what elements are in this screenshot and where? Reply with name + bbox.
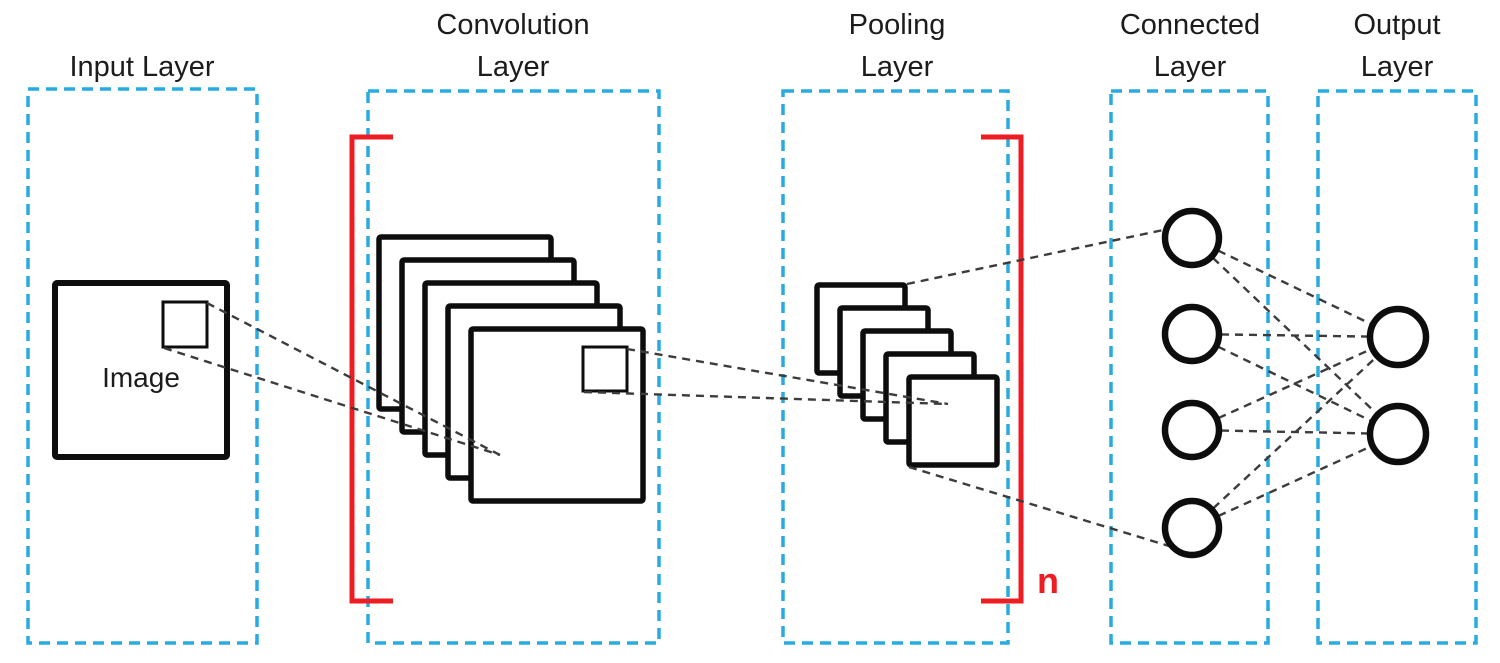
layer-label-connected-line1: Connected: [1120, 9, 1260, 41]
input-image-patch: [161, 300, 209, 349]
repeat-brackets-group: n: [349, 134, 1059, 604]
output-node-1: [1366, 305, 1430, 369]
connection-fc-4-to-out-2: [1217, 445, 1371, 518]
output-node-2: [1366, 402, 1430, 466]
input-image-square: [52, 280, 230, 460]
connection-fc-4-to-out-1: [1212, 357, 1377, 510]
repeat-count-label: n: [1037, 560, 1059, 601]
connection-pool-to-connected-node-1: [906, 227, 1169, 286]
connection-input-patch-to-conv-bottom: [163, 346, 501, 457]
conv-feature-map: [468, 326, 646, 504]
connection-conv-patch-to-pool-bottom: [583, 390, 949, 406]
connections-group: [163, 227, 1377, 548]
image-label: Image: [102, 362, 180, 393]
connection-fc-3-to-out-2: [1220, 429, 1368, 435]
neuron-nodes-group: [1161, 207, 1430, 559]
connection-fc-2-to-out-1: [1220, 333, 1368, 338]
connected-node-3: [1161, 399, 1223, 461]
layer-label-convolution-line2: Layer: [477, 51, 550, 83]
layer-label-output-line2: Layer: [1361, 51, 1434, 83]
connected-node-2: [1161, 303, 1223, 365]
layer-box-convolution: [366, 89, 661, 645]
layer-box-output: [1316, 89, 1478, 645]
layer-label-pooling-line2: Layer: [861, 51, 934, 83]
layer-label-pooling-line1: Pooling: [849, 9, 946, 41]
connected-node-4: [1161, 497, 1223, 559]
layer-boxes-group: [26, 87, 1478, 645]
connection-fc-1-to-out-1: [1217, 249, 1371, 325]
conv-patch: [581, 345, 629, 393]
input-image-group: Image: [52, 280, 230, 460]
layer-label-output-line1: Output: [1353, 9, 1440, 41]
layer-box-pooling: [781, 89, 1010, 645]
layer-box-input: [26, 87, 259, 645]
repeat-bracket-open: [349, 134, 393, 604]
layer-label-input: Input Layer: [69, 51, 214, 83]
layer-label-convolution-line1: Convolution: [436, 9, 589, 41]
pool-feature-map: [906, 374, 1000, 468]
layer-box-connected: [1109, 89, 1270, 645]
layer-label-connected-line2: Layer: [1154, 51, 1227, 83]
feature-map-stacks-group: [376, 234, 1000, 504]
connection-fc-2-to-out-2: [1217, 345, 1371, 422]
connected-node-1: [1161, 207, 1223, 269]
repeat-bracket-close: [981, 134, 1024, 604]
connection-pool-to-connected-node-4: [908, 465, 1170, 548]
connection-conv-patch-to-pool-top: [626, 347, 949, 406]
